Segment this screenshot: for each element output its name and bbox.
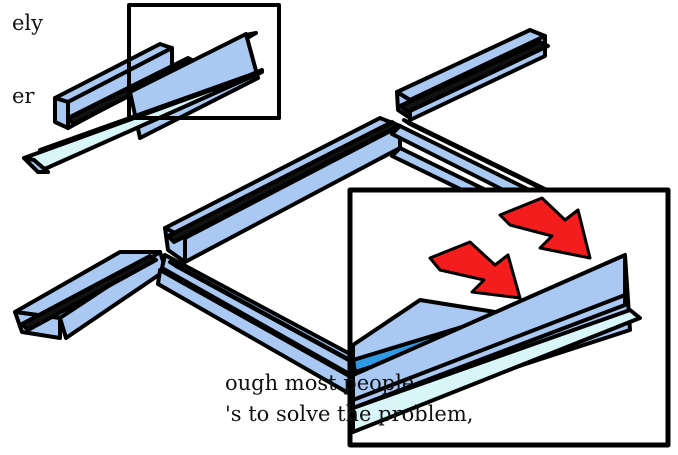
text-fragment-top-2: er — [12, 84, 35, 108]
text-fragment-bottom-1: ough most people — [225, 371, 415, 395]
zoom-frame-small — [127, 3, 281, 120]
top-left-rail-piece — [22, 31, 264, 174]
red-arrow-icon — [428, 196, 592, 300]
rail-frame-assembly — [13, 28, 608, 396]
text-fragment-bottom-2: 's to solve the problem, — [225, 402, 474, 426]
zoom-inset — [347, 187, 671, 448]
text-fragment-top-1: ely — [12, 11, 44, 35]
